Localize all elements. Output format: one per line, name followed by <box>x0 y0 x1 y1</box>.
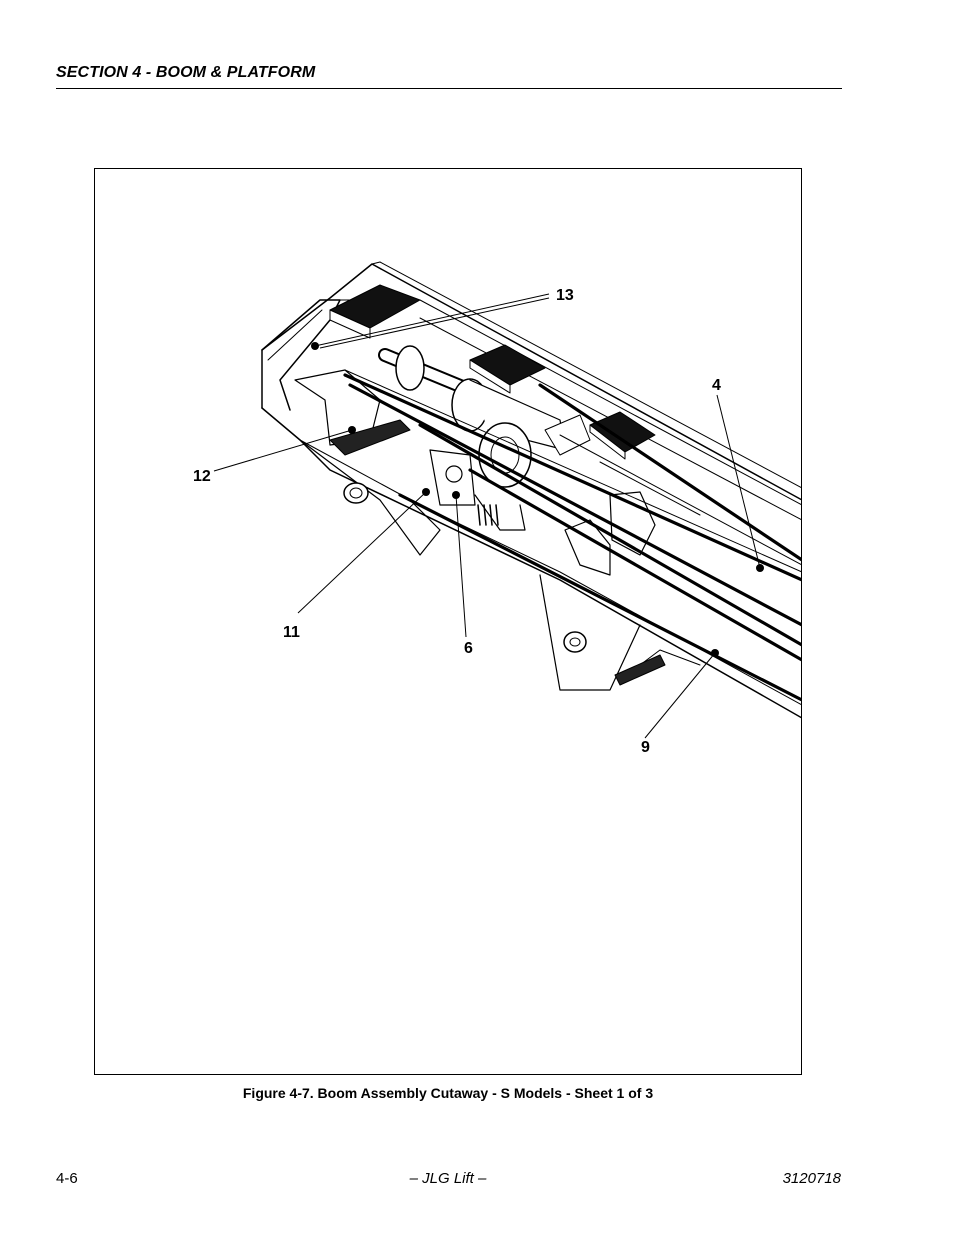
callout-label: 4 <box>712 377 721 394</box>
section-title: SECTION 4 - BOOM & PLATFORM <box>56 64 316 81</box>
figure-caption-text: Figure 4-7. Boom Assembly Cutaway - S Mo… <box>242 1085 654 1101</box>
header-rule <box>56 88 842 89</box>
figure-caption: Figure 4-7. Boom Assembly Cutaway - S Mo… <box>0 1085 954 1101</box>
footer-publisher-text: – JLG Lift – <box>409 1170 487 1187</box>
footer-publisher: – JLG Lift – <box>0 1170 954 1187</box>
callout-label: 11 <box>283 624 300 641</box>
callout-label: 9 <box>641 739 650 756</box>
callout-label: 6 <box>464 640 473 657</box>
page-number: 4-6 <box>56 1170 78 1187</box>
figure-frame <box>94 168 802 1075</box>
callout-label: 12 <box>193 468 211 485</box>
document-number: 3120718 <box>782 1170 841 1187</box>
callout-label: 13 <box>556 287 574 304</box>
